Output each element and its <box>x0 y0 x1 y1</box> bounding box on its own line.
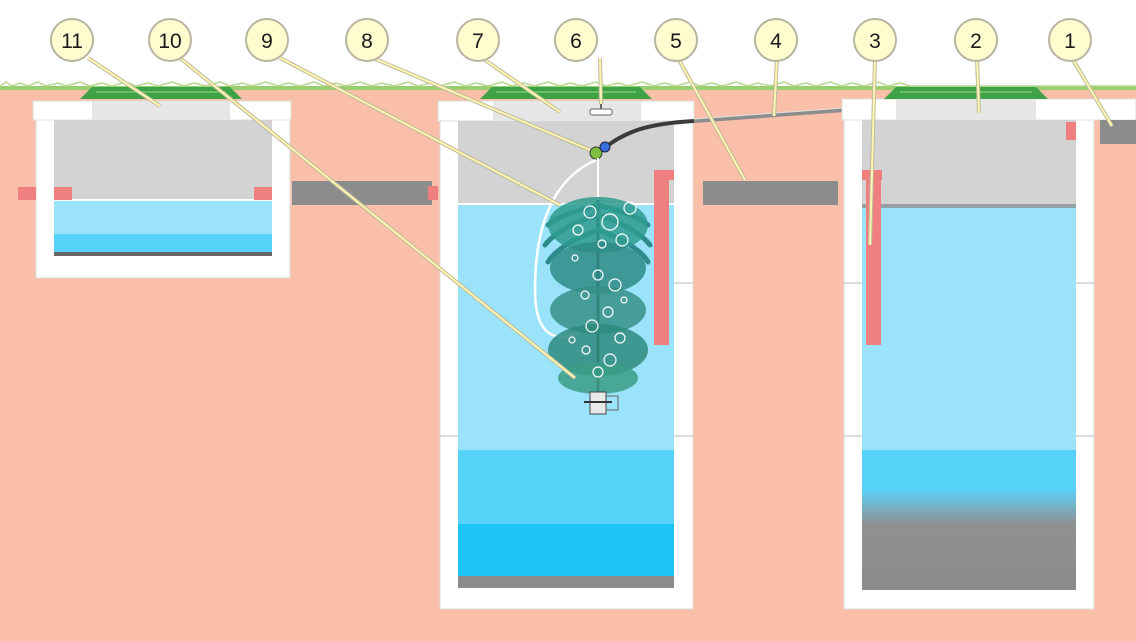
callout-9: 9 <box>245 18 289 62</box>
air-valve <box>589 146 603 160</box>
vent <box>589 108 613 116</box>
aeration-tank-lid-neck <box>493 101 641 121</box>
callout-label-8: 8 <box>361 30 373 53</box>
aeration-tank-sludge <box>458 576 674 588</box>
callout-5: 5 <box>654 18 698 62</box>
callout-8: 8 <box>345 18 389 62</box>
small-tank-water <box>54 200 272 236</box>
callout-2: 2 <box>954 18 998 62</box>
air-hose <box>602 119 695 150</box>
inlet-pipe <box>1100 120 1136 144</box>
aeration-tank-water-deep <box>458 524 674 580</box>
callout-label-9: 9 <box>261 30 273 53</box>
small-tank-water-mid <box>54 234 272 254</box>
primary-tank-lid-neck <box>896 99 1036 120</box>
air-hose-to-compressor <box>693 108 845 123</box>
callout-label-1: 1 <box>1064 30 1076 53</box>
aeration-tank <box>437 87 695 610</box>
connecting-pipe-right <box>703 181 838 205</box>
callout-7: 7 <box>456 18 500 62</box>
aeration-tank-air <box>458 121 674 204</box>
callout-label-6: 6 <box>570 30 582 53</box>
primary-tank-lid <box>884 87 1048 99</box>
small-tank-lid-neck <box>92 101 230 120</box>
callout-label-11: 11 <box>61 30 83 53</box>
callout-6: 6 <box>554 18 598 62</box>
primary-tank-sludge <box>862 490 1076 590</box>
callout-label-10: 10 <box>158 30 181 53</box>
biomass-carrier <box>542 197 653 405</box>
primary-tank-water-mid <box>862 450 1076 490</box>
aeration-tank-water-mid <box>458 450 674 524</box>
outlet-t-pipe <box>654 170 669 345</box>
callouts: 1 2 3 4 5 6 7 8 <box>50 18 1092 62</box>
callout-label-4: 4 <box>770 30 782 53</box>
callout-label-3: 3 <box>869 30 881 53</box>
callout-3: 3 <box>853 18 897 62</box>
small-tank <box>18 87 292 279</box>
primary-tank-water <box>862 206 1076 450</box>
primary-tank-air <box>862 120 1076 206</box>
callout-4: 4 <box>754 18 798 62</box>
callout-label-5: 5 <box>670 30 682 53</box>
grass-tufts <box>0 81 1136 87</box>
leader-lines <box>86 56 1114 380</box>
callout-label-2: 2 <box>970 30 982 53</box>
callout-11: 11 <box>50 18 94 62</box>
small-tank-sludge <box>54 252 272 256</box>
air-connector <box>599 141 611 153</box>
aeration-tank-lid <box>480 87 652 99</box>
inlet-t-pipe <box>866 170 881 345</box>
small-tank-lid <box>80 87 242 99</box>
connecting-pipe-left <box>292 181 432 205</box>
primary-tank <box>841 87 1136 610</box>
callout-label-7: 7 <box>472 30 484 53</box>
callout-1: 1 <box>1048 18 1092 62</box>
small-tank-air <box>54 120 272 200</box>
callout-10: 10 <box>148 18 192 62</box>
